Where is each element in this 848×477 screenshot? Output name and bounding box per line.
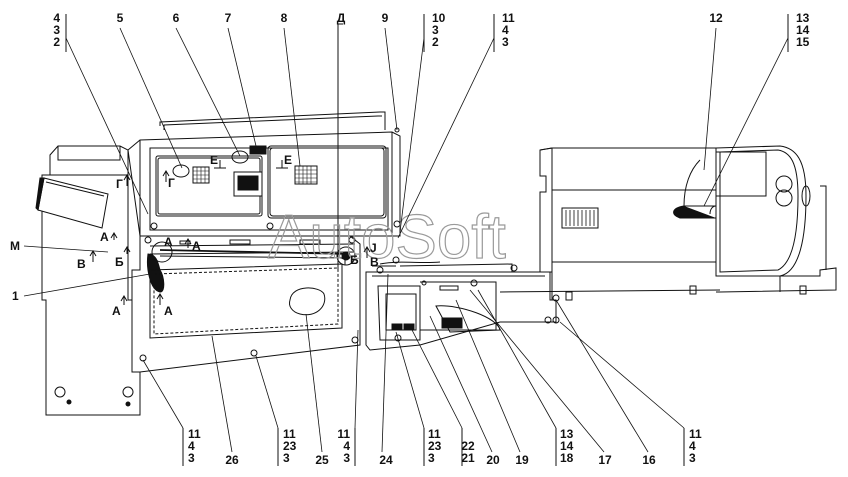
callout-top-12-line-0: 12 xyxy=(709,11,723,25)
callout-bot-11-23-3-a-line-2: 3 xyxy=(283,451,290,465)
callout-bot-20-line-0: 20 xyxy=(486,453,500,467)
callout-bot-24-line-0: 24 xyxy=(379,453,393,467)
callout-top-11-4-3-line-2: 3 xyxy=(502,35,509,49)
callout-bot-11-4-3-b-line-2: 3 xyxy=(343,451,350,465)
callout-bot-16-line-0: 16 xyxy=(642,453,656,467)
callout-bot-19-line-0: 19 xyxy=(515,453,529,467)
callout-bot-26-line-0: 26 xyxy=(225,453,239,467)
section-mark-g2: Г xyxy=(168,176,175,190)
callout-top-10-3-2-line-0: 10 xyxy=(432,11,446,25)
callout-top-8-line-0: 8 xyxy=(281,11,288,25)
section-mark-g1: Г xyxy=(116,177,123,191)
callout-bot-11-23-3-b-line-0: 11 xyxy=(428,427,441,441)
callout-top-5-line-0: 5 xyxy=(117,11,124,25)
right-unit xyxy=(499,145,837,301)
callout-bot-11-4-3-b-line-0: 11 xyxy=(337,427,350,441)
callout-top-11-4-3-line-1: 4 xyxy=(502,23,509,37)
callout-bars xyxy=(65,14,789,466)
watermark: AutoSoft xyxy=(268,203,506,272)
callout-bot-11-4-3-a-line-0: 11 xyxy=(188,427,201,441)
callout-bot-22-21-line-1: 21 xyxy=(461,451,475,465)
callout-bot-13-14-18-line-2: 18 xyxy=(560,451,574,465)
section-mark-v1: В xyxy=(77,257,86,271)
callout-top-13-14-15-line-0: 13 xyxy=(796,11,810,25)
lower-door xyxy=(139,263,359,362)
section-mark-v2: В xyxy=(370,255,379,269)
callout-side-1: 1 xyxy=(12,289,19,303)
callout-bot-11-4-3-c-line-1: 4 xyxy=(689,439,696,453)
callout-bot-11-4-3-b-line-1: 4 xyxy=(343,439,350,453)
section-mark-a1: А xyxy=(100,230,109,244)
callout-top-D-line-0: Д xyxy=(337,11,346,25)
leader-lines xyxy=(23,27,789,453)
callout-top-13-14-15-line-2: 15 xyxy=(796,35,810,49)
callout-bot-11-4-3-c-line-0: 11 xyxy=(689,427,702,441)
callout-top-4-3-2-line-0: 4 xyxy=(53,11,60,25)
callout-bot-11-23-3-b-line-1: 23 xyxy=(428,439,442,453)
section-mark-j: J xyxy=(370,241,377,255)
section-mark-e2: Е xyxy=(284,153,292,167)
callout-top-4-3-2-line-1: 3 xyxy=(53,23,60,37)
callout-top-6-line-0: 6 xyxy=(173,11,180,25)
middle-rail xyxy=(131,235,361,373)
callout-bot-11-23-3-a-line-0: 11 xyxy=(283,427,296,441)
section-mark-e1: Е xyxy=(210,153,218,167)
callout-top-13-14-15-line-1: 14 xyxy=(796,23,810,37)
section-arrows xyxy=(89,160,396,305)
section-mark-a4: А xyxy=(164,304,173,318)
callout-bot-11-4-3-c-line-2: 3 xyxy=(689,451,696,465)
callout-bot-13-14-18-line-0: 13 xyxy=(560,427,574,441)
left-end-panel xyxy=(35,145,141,416)
callout-bot-13-14-18-line-1: 14 xyxy=(560,439,574,453)
callout-bot-17-line-0: 17 xyxy=(598,453,612,467)
section-mark-a5: А xyxy=(164,235,173,249)
callout-top-4-3-2-line-2: 2 xyxy=(53,35,60,49)
callout-bot-11-4-3-a-line-1: 4 xyxy=(188,439,195,453)
section-mark-b1: Б xyxy=(115,255,124,269)
callout-top-10-3-2-line-1: 3 xyxy=(432,23,439,37)
callout-bot-11-23-3-a-line-1: 23 xyxy=(283,439,297,453)
lower-right-box xyxy=(365,256,560,351)
callout-bot-25-line-0: 25 xyxy=(315,453,329,467)
callout-top-11-4-3-line-0: 11 xyxy=(502,11,515,25)
callout-side-M: М xyxy=(10,239,20,253)
callout-bot-11-23-3-b-line-2: 3 xyxy=(428,451,435,465)
callout-bot-22-21-line-0: 22 xyxy=(461,439,475,453)
callout-bot-11-4-3-a-line-2: 3 xyxy=(188,451,195,465)
section-mark-a2: А xyxy=(192,239,201,253)
callout-top-9-line-0: 9 xyxy=(382,11,389,25)
section-mark-b2: Б xyxy=(350,253,359,267)
callout-top-7-line-0: 7 xyxy=(225,11,232,25)
section-mark-a3: А xyxy=(112,304,121,318)
callout-top-10-3-2-line-2: 2 xyxy=(432,35,439,49)
